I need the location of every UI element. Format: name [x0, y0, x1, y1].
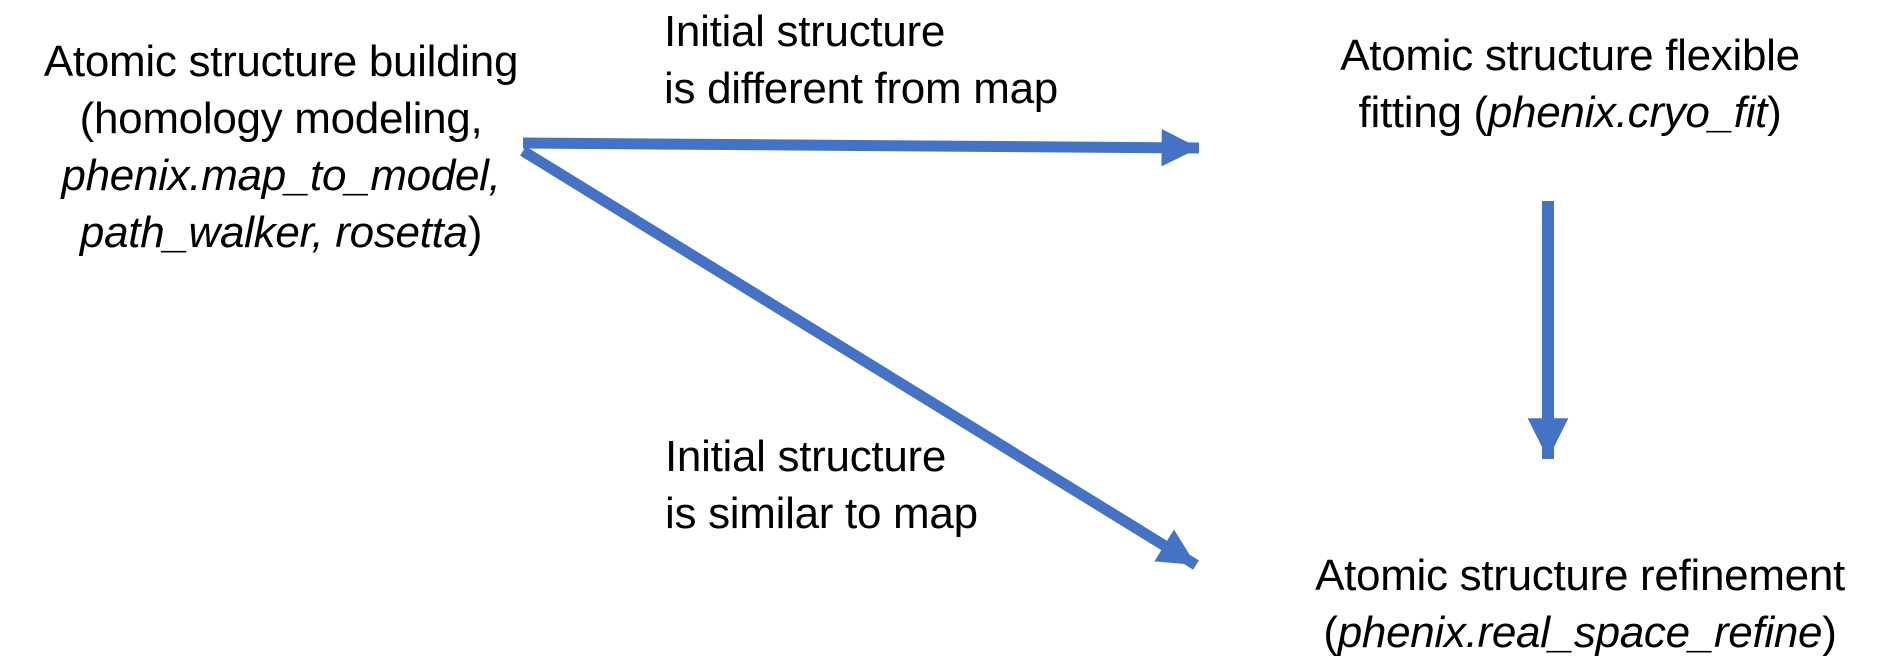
node-building-line4: path_walker, rosetta): [44, 204, 518, 261]
node-building-line2: (homology modeling,: [79, 94, 483, 143]
node-building-line1: Atomic structure building: [43, 37, 519, 86]
node-fitting-line2-italic: phenix.cryo_fit: [1487, 88, 1768, 137]
node-atomic-structure-refinement: Atomic structure refinement (phenix.real…: [1315, 547, 1845, 661]
node-building-line4-close: ): [467, 208, 483, 257]
edge-label-different-line2: is different from map: [664, 64, 1058, 113]
edge-label-initial-structure-similar: Initial structure is similar to map: [665, 428, 978, 542]
node-fitting-line2: fitting (phenix.cryo_fit): [1340, 84, 1800, 141]
node-refinement-line2: (phenix.real_space_refine): [1315, 604, 1845, 661]
arrow-building-to-fitting: [522, 129, 1200, 167]
edge-label-similar-line1: Initial structure: [665, 432, 947, 481]
edge-label-different-line1: Initial structure: [664, 7, 946, 56]
node-building-line4-italic: path_walker, rosetta: [79, 208, 468, 257]
node-refinement-line2-close: ): [1822, 608, 1837, 657]
node-refinement-line1: Atomic structure refinement: [1315, 551, 1845, 600]
node-refinement-line2-italic: phenix.real_space_refine: [1337, 608, 1823, 657]
node-refinement-line2-open: (: [1323, 608, 1338, 657]
edge-label-initial-structure-different: Initial structure is different from map: [664, 3, 1058, 117]
node-atomic-structure-flexible-fitting: Atomic structure flexible fitting (pheni…: [1340, 27, 1800, 141]
node-fitting-line1: Atomic structure flexible: [1340, 31, 1800, 80]
node-fitting-line2-prefix: fitting (: [1358, 88, 1489, 137]
node-fitting-line2-close: ): [1767, 88, 1782, 137]
node-atomic-structure-building: Atomic structure building (homology mode…: [43, 33, 519, 261]
edge-label-similar-line2: is similar to map: [665, 489, 978, 538]
node-building-line3: phenix.map_to_model,: [61, 151, 501, 200]
arrow-building-to-refinement: [520, 146, 1199, 570]
